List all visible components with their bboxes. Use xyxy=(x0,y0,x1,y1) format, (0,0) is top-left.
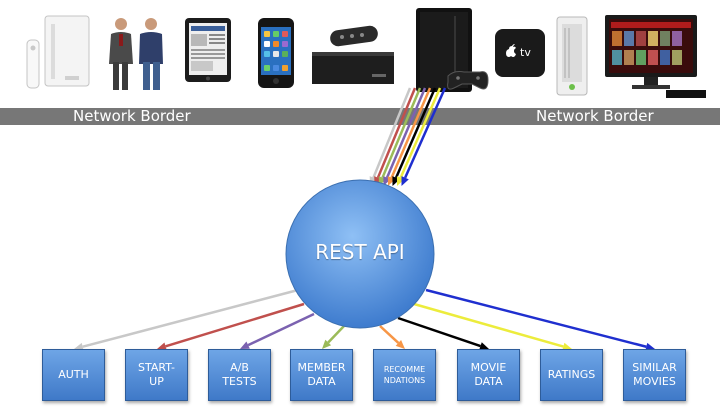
service-arrow xyxy=(413,302,572,351)
service-arrow xyxy=(379,325,405,349)
service-start-up: START- UP xyxy=(125,349,188,401)
network-border-right-label: Network Border xyxy=(536,107,654,125)
rest-api-label: REST API xyxy=(315,240,405,264)
rest-api-node xyxy=(285,179,435,329)
service-arrow xyxy=(322,325,345,349)
service-arrow xyxy=(74,288,299,351)
service-similar-movies: SIMILAR MOVIES xyxy=(623,349,686,401)
network-border-bar: Network Border Network Border xyxy=(0,108,720,125)
network-border-left-label: Network Border xyxy=(73,107,191,125)
service-arrow xyxy=(240,312,315,349)
incoming-arrows xyxy=(369,87,447,186)
devices-band: tv xyxy=(0,0,720,109)
ipad-icon xyxy=(185,18,231,82)
service-arrow xyxy=(425,288,655,351)
service-ratings: RATINGS xyxy=(540,349,603,401)
iphone-icon xyxy=(258,18,294,88)
set-top-box-icon xyxy=(312,25,394,84)
service-recommendations: RECOMME NDATIONS xyxy=(373,349,436,401)
service-arrow xyxy=(397,316,489,350)
service-movie-data: MOVIE DATA xyxy=(457,349,520,401)
service-arrow xyxy=(157,302,305,351)
playstation-3-icon xyxy=(416,8,489,92)
xbox-360-icon xyxy=(556,16,588,96)
television-icon xyxy=(605,15,706,98)
nintendo-wii-icon xyxy=(26,15,90,89)
service-ab-tests: A/B TESTS xyxy=(208,349,271,401)
svg-text:tv: tv xyxy=(520,46,531,59)
service-member-data: MEMBER DATA xyxy=(290,349,353,401)
people-icon xyxy=(109,18,163,90)
incoming-arrow xyxy=(401,87,447,186)
outgoing-arrows xyxy=(74,288,655,351)
apple-tv-icon: tv xyxy=(495,29,545,77)
service-auth: AUTH xyxy=(42,349,105,401)
